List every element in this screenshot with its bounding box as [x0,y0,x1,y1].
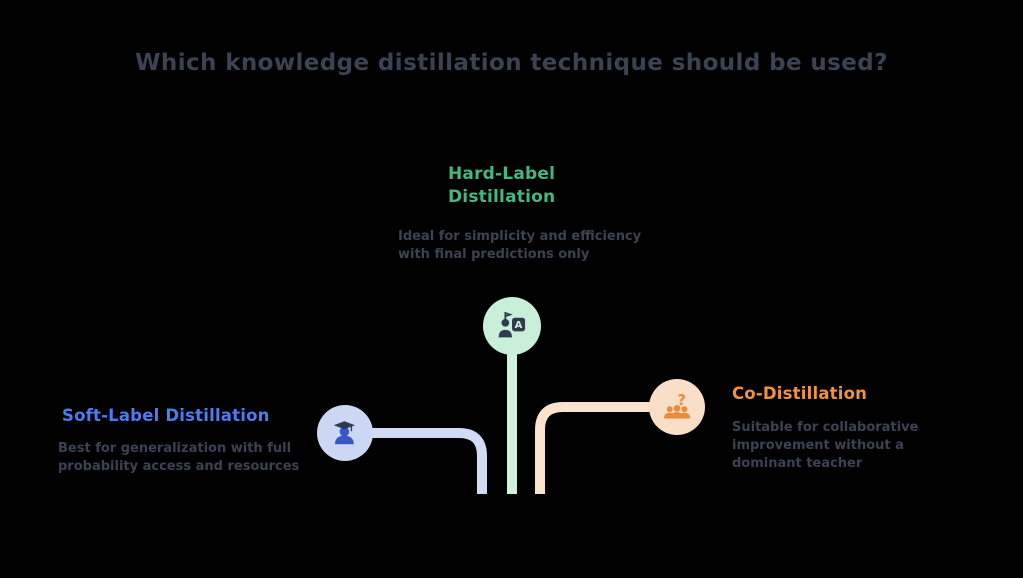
person-label-card-icon: A [498,311,526,338]
soft-label-connector [368,428,487,494]
hard-label-node: A [483,297,541,355]
svg-text:?: ? [677,392,686,409]
page-title: Which knowledge distillation technique s… [135,50,888,76]
graduate-student-icon [333,421,355,445]
co-distillation-node: ? [649,379,705,435]
soft-label-description: Best for generalization with full probab… [58,441,300,475]
hard-label-heading: Hard-Label Distillation [448,164,556,207]
hard-label-description: Ideal for simplicity and efficiency with… [398,229,642,263]
co-distillation-connector [535,402,654,494]
svg-text:A: A [515,320,523,331]
soft-label-heading: Soft-Label Distillation [62,406,270,425]
co-distillation-description: Suitable for collaborative improvement w… [732,420,919,472]
soft-label-node [317,405,373,461]
team-question-icon: ? [663,392,691,419]
co-distillation-heading: Co-Distillation [732,384,868,403]
